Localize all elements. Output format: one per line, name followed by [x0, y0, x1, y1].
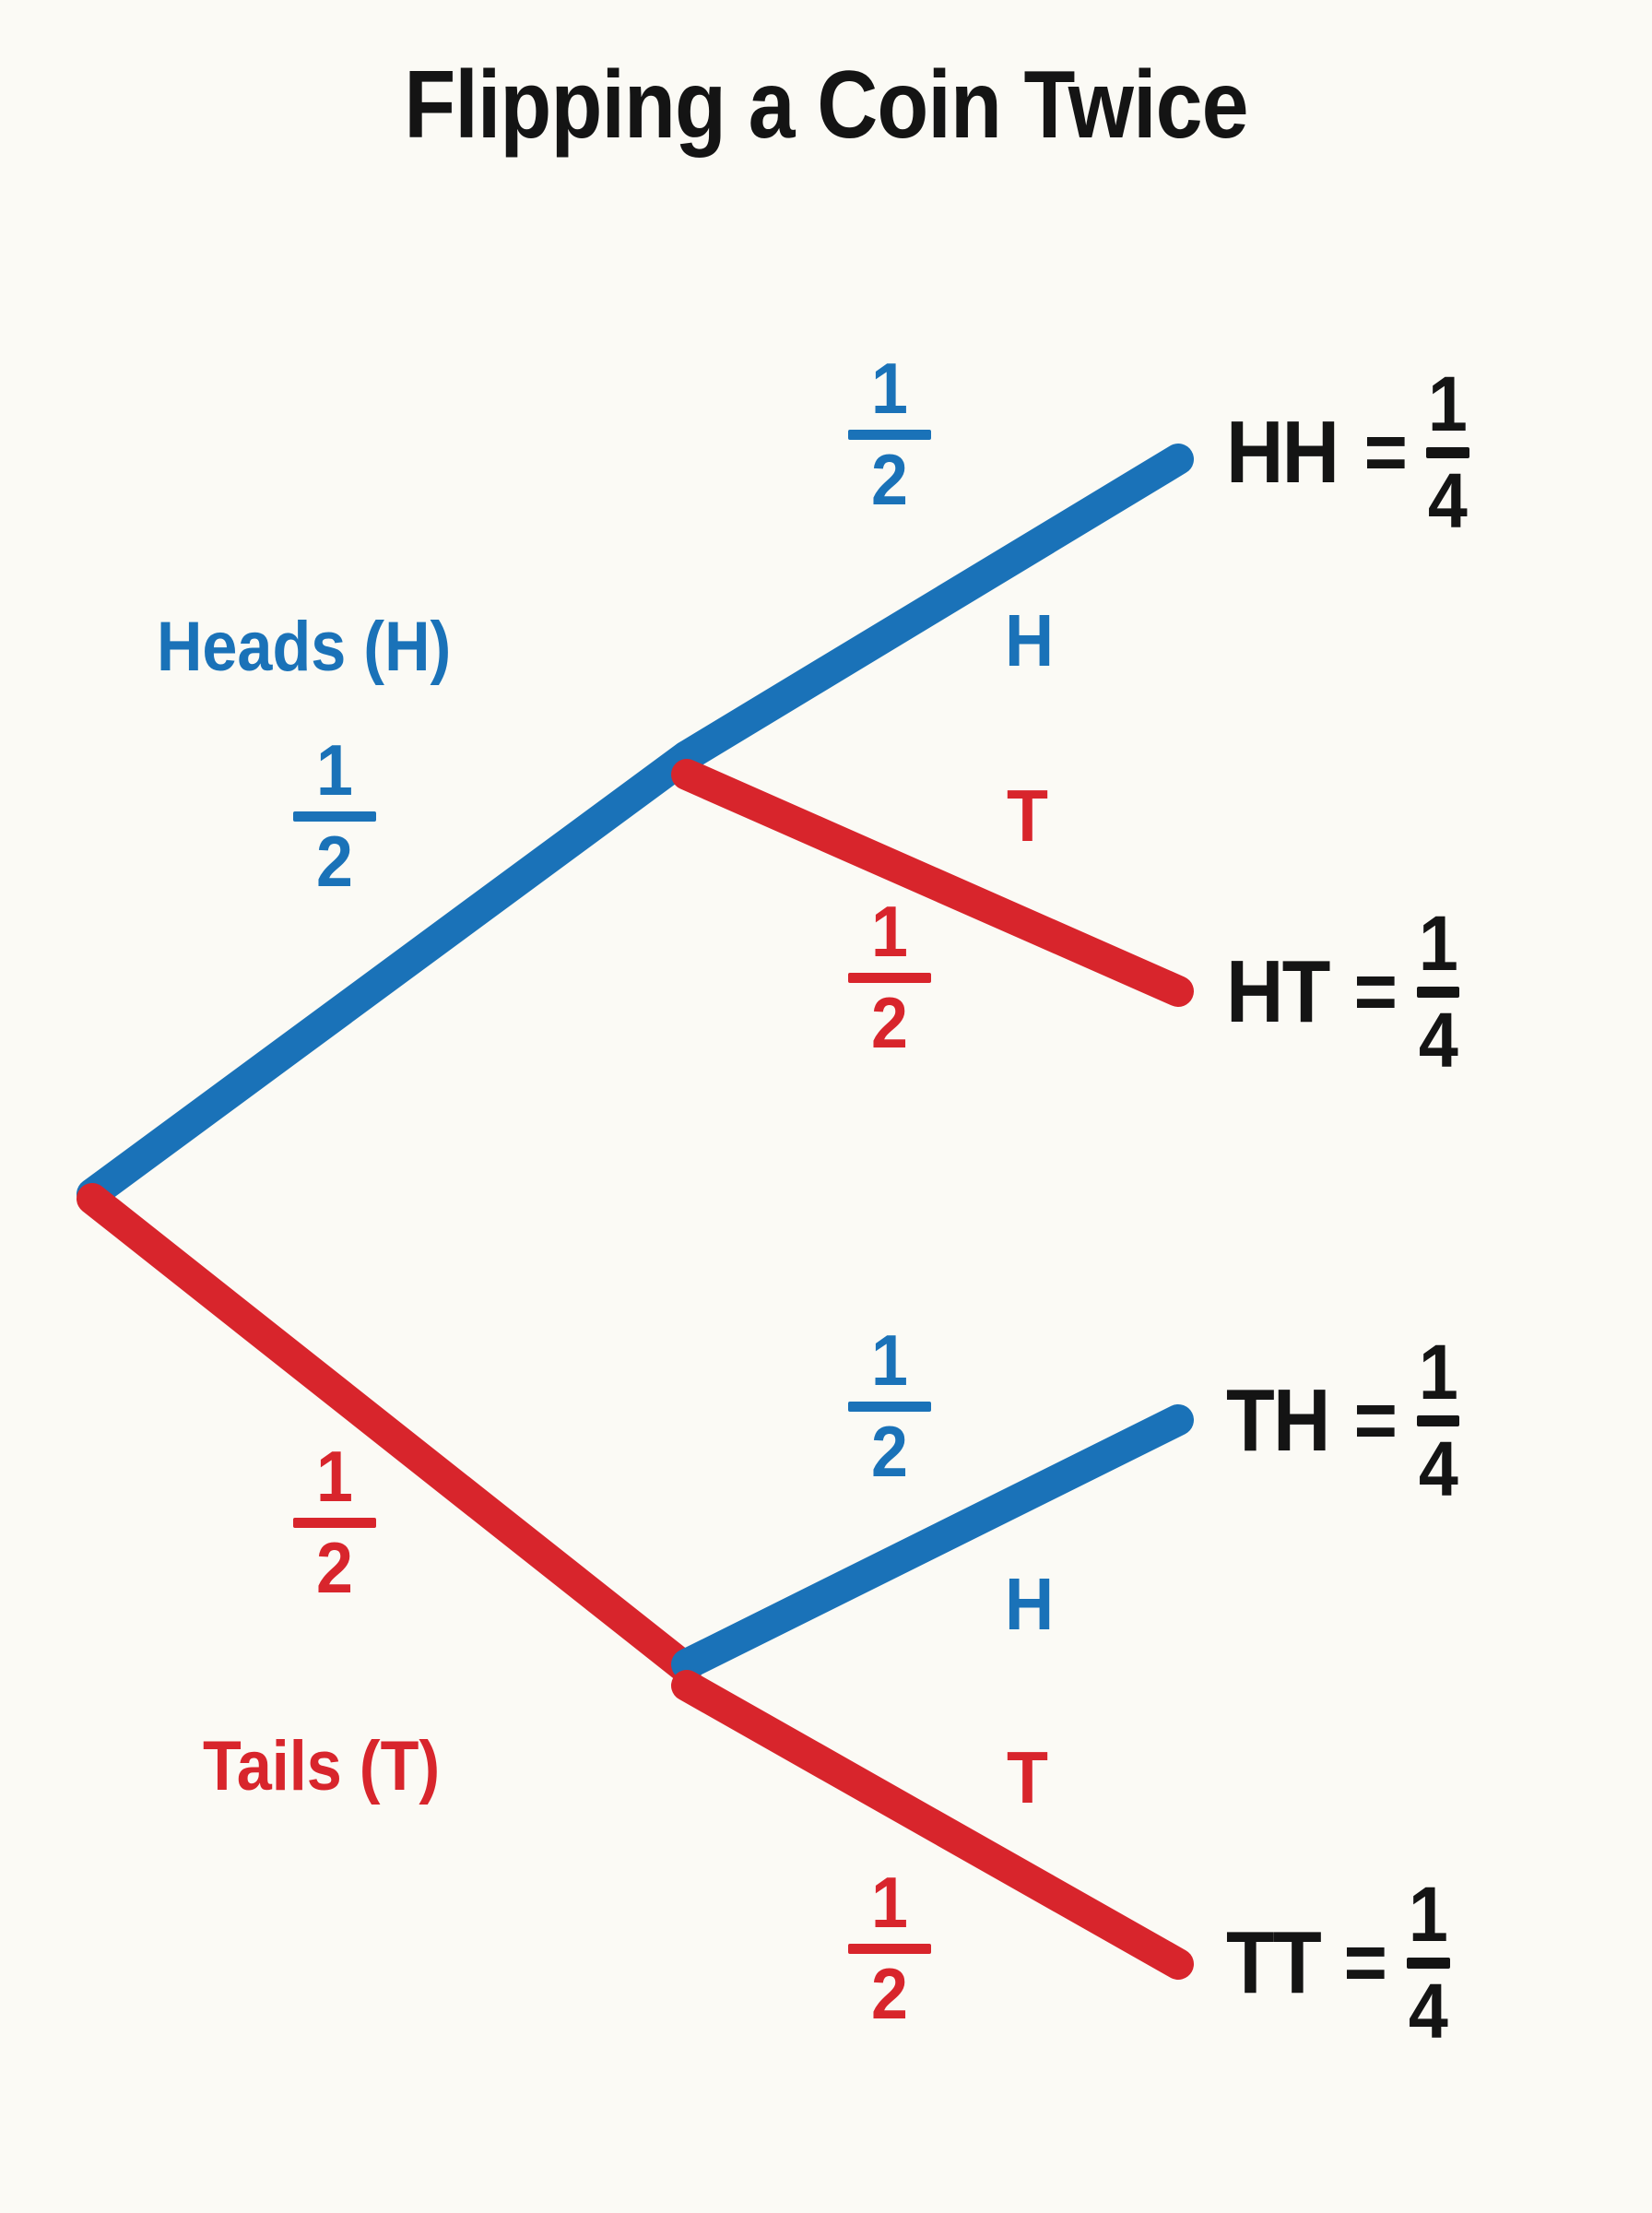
fraction-bar: [848, 972, 931, 983]
outcome-code: TT: [1226, 1913, 1322, 2013]
edge-tails-to-th: [671, 1404, 1194, 1680]
second-flip-tails-letter-upper: T: [1007, 775, 1048, 857]
fraction-denominator: 2: [871, 1410, 908, 1492]
edge-tails-to-tt: [671, 1670, 1194, 1980]
fraction-numerator: 1: [871, 348, 908, 429]
th-branch-probability-fraction: 1 2: [848, 1320, 931, 1492]
outcome-code: TH: [1226, 1371, 1330, 1471]
fraction-bar: [848, 429, 931, 440]
equals-sign: =: [1343, 1916, 1388, 2009]
heads-branch-label: Heads (H): [157, 608, 452, 686]
fraction-denominator: 2: [316, 1526, 353, 1608]
tails-probability-fraction: 1 2: [293, 1436, 376, 1608]
outcome-hh: HH = 1 4: [1226, 361, 1469, 545]
outcome-tt: TT = 1 4: [1226, 1871, 1450, 2055]
fraction-bar: [848, 1401, 931, 1412]
fraction-denominator: 4: [1428, 457, 1469, 545]
fraction-bar: [1426, 447, 1469, 459]
equals-sign: =: [1363, 406, 1408, 499]
fraction-bar: [293, 811, 376, 822]
fraction-numerator: 1: [1428, 361, 1469, 447]
fraction-numerator: 1: [871, 1320, 908, 1401]
fraction-denominator: 2: [871, 981, 908, 1063]
ht-branch-probability-fraction: 1 2: [848, 891, 931, 1063]
outcome-code: HH: [1226, 403, 1339, 503]
edge-root-to-tails: [77, 1183, 702, 1685]
tt-branch-probability-fraction: 1 2: [848, 1862, 931, 2034]
second-flip-heads-letter-lower: H: [1005, 1563, 1055, 1645]
fraction-bar: [1416, 1415, 1460, 1427]
fraction-numerator: 1: [1418, 900, 1458, 987]
hh-branch-probability-fraction: 1 2: [848, 348, 931, 520]
second-flip-heads-letter-upper: H: [1005, 599, 1055, 681]
fraction-denominator: 4: [1418, 1426, 1458, 1513]
fraction-numerator: 1: [316, 1436, 353, 1517]
fraction-numerator: 1: [1418, 1329, 1458, 1415]
fraction-bar: [1416, 987, 1460, 999]
heads-probability-fraction: 1 2: [293, 729, 376, 902]
fraction-numerator: 1: [871, 891, 908, 972]
fraction-denominator: 2: [871, 1952, 908, 2034]
equals-sign: =: [1353, 1374, 1398, 1467]
outcome-ht: HT = 1 4: [1226, 900, 1460, 1084]
outcome-probability-fraction: 1 4: [1426, 361, 1469, 545]
fraction-denominator: 4: [1418, 997, 1458, 1084]
equals-sign: =: [1353, 945, 1398, 1038]
edge-heads-to-ht: [671, 759, 1194, 1007]
page-title: Flipping a Coin Twice: [404, 52, 1248, 159]
outcome-probability-fraction: 1 4: [1416, 1329, 1460, 1513]
fraction-bar: [293, 1517, 376, 1528]
fraction-denominator: 2: [316, 820, 353, 902]
edge-root-to-heads: [77, 740, 702, 1210]
fraction-numerator: 1: [871, 1862, 908, 1943]
outcome-th: TH = 1 4: [1226, 1329, 1460, 1513]
second-flip-tails-letter-lower: T: [1007, 1736, 1048, 1818]
edge-heads-to-hh: [671, 444, 1194, 772]
fraction-bar: [1406, 1958, 1450, 1970]
fraction-denominator: 4: [1408, 1968, 1448, 2055]
outcome-probability-fraction: 1 4: [1406, 1871, 1450, 2055]
outcome-code: HT: [1226, 942, 1330, 1042]
fraction-numerator: 1: [316, 729, 353, 811]
fraction-bar: [848, 1943, 931, 1954]
fraction-denominator: 2: [871, 438, 908, 520]
fraction-numerator: 1: [1408, 1871, 1448, 1958]
tails-branch-label: Tails (T): [203, 1727, 441, 1805]
outcome-probability-fraction: 1 4: [1416, 900, 1460, 1084]
